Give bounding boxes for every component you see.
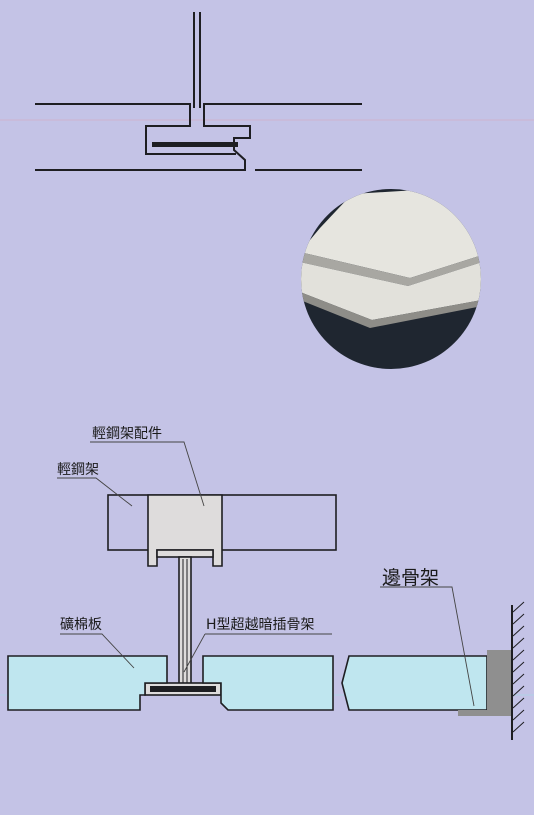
photo-board-edge-upper — [301, 252, 481, 286]
photo-board-edge-lower — [301, 292, 481, 328]
mineral-board-right — [341, 655, 488, 711]
label-edge-frame: 邊骨架 — [382, 567, 440, 589]
leader-lines — [57, 441, 475, 707]
top-joint-detail — [35, 12, 362, 171]
h-runner-bottom-core — [150, 686, 216, 692]
h-runner-top-flange — [156, 549, 214, 558]
leader-h-runner — [183, 633, 206, 673]
steel-frame-assembly — [7, 494, 513, 740]
label-h-runner: H型超越暗插骨架 — [206, 617, 315, 633]
left-board-profile — [35, 103, 236, 155]
wall-hatching — [512, 601, 525, 733]
mineral-board-middle — [202, 655, 334, 711]
label-steel-frame: 輕鋼架 — [57, 462, 99, 478]
leader-mineral-board — [60, 633, 135, 669]
h-runner-web — [178, 556, 192, 686]
right-board-profile — [35, 103, 362, 171]
photo-board-lower — [301, 262, 481, 320]
t-bar-flange — [152, 142, 238, 147]
photo-board-top — [301, 189, 481, 278]
board-edge-photo — [301, 189, 481, 369]
mineral-board-left — [7, 655, 168, 711]
leader-edge-frame — [380, 586, 475, 707]
edge-frame-trim — [458, 650, 512, 716]
leader-steel-frame — [57, 477, 133, 507]
label-steel-frame-fitting: 輕鋼架配件 — [92, 426, 162, 442]
leader-steel-frame-fitting — [90, 441, 205, 507]
label-mineral-board: 礦棉板 — [60, 617, 102, 633]
